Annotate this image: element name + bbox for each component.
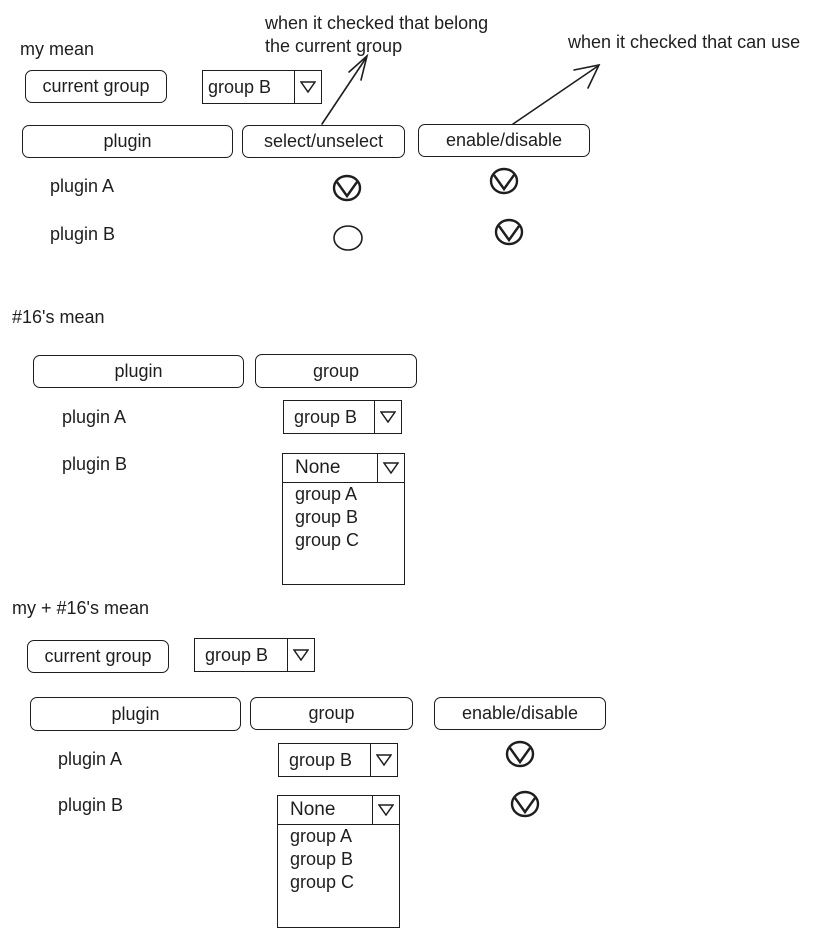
triangle-down-icon[interactable] [370, 744, 397, 776]
triangle-down-icon[interactable] [294, 71, 321, 103]
arrow-to-use-note [512, 65, 599, 125]
dropdown-option[interactable]: group C [290, 872, 355, 892]
dropdown-option[interactable]: group B [295, 507, 359, 527]
row-plugin-a: plugin A [50, 176, 115, 196]
col-enable-text: enable/disable [445, 130, 563, 150]
group-select-value: group B [294, 406, 358, 427]
group-dropdown-plugin-b[interactable]: None group A group B group C [282, 453, 405, 585]
row-plugin-a: plugin A [62, 407, 127, 427]
annotation-use: when it checked that can use [568, 32, 801, 52]
col-group-text: group [308, 703, 355, 723]
current-group-select[interactable]: group B [194, 638, 315, 672]
checked-circle-icon[interactable] [489, 167, 519, 200]
dropdown-option[interactable]: group B [290, 849, 354, 869]
checked-circle-icon[interactable] [494, 218, 524, 251]
dropdown-option[interactable]: group C [295, 530, 360, 550]
col-plugin-text: plugin [103, 131, 152, 151]
current-group-label: current group [27, 640, 169, 673]
group-select-value: group B [289, 749, 353, 770]
checked-circle-icon[interactable] [332, 174, 362, 207]
arrow-head-use-note [573, 63, 601, 89]
empty-circle-icon[interactable] [332, 224, 364, 257]
col-enable-header[interactable]: enable/disable [434, 697, 606, 730]
dropdown-option[interactable]: group A [295, 484, 358, 504]
arrow-to-group-note [321, 57, 367, 125]
triangle-down-icon[interactable] [377, 454, 404, 482]
row-plugin-b: plugin B [58, 795, 124, 815]
col-plugin-header[interactable]: plugin [30, 697, 241, 731]
current-group-text: current group [42, 76, 150, 96]
col-group-header[interactable]: group [255, 354, 417, 388]
col-group-text: group [312, 360, 360, 381]
row-plugin-b: plugin B [62, 454, 128, 474]
col-plugin-text: plugin [114, 361, 163, 381]
arrow-head-group-note [348, 53, 369, 81]
dropdown-value: None [290, 799, 336, 820]
group-dropdown-plugin-b[interactable]: None group A group B group C [277, 795, 400, 928]
dropdown-value: None [295, 457, 341, 478]
row-plugin-b: plugin B [50, 224, 116, 244]
annotation-group-line1: when it checked that belong [265, 13, 489, 33]
col-enable-text: enable/disable [461, 703, 579, 723]
col-plugin-text: plugin [111, 703, 160, 724]
group-select-plugin-a[interactable]: group B [283, 400, 402, 434]
dropdown-header[interactable]: None [278, 796, 399, 825]
triangle-down-icon[interactable] [287, 639, 314, 671]
col-select-header[interactable]: select/unselect [242, 125, 405, 158]
current-group-value: group B [205, 644, 269, 665]
col-enable-header[interactable]: enable/disable [418, 124, 590, 157]
current-group-value: group B [208, 76, 272, 97]
annotation-group-line2: the current group [265, 36, 403, 56]
row-plugin-a: plugin A [58, 749, 123, 769]
checked-circle-icon[interactable] [505, 740, 535, 773]
section1-heading: my mean [20, 39, 95, 59]
triangle-down-icon[interactable] [374, 401, 401, 433]
triangle-down-icon[interactable] [372, 796, 399, 824]
dropdown-header[interactable]: None [283, 454, 404, 483]
current-group-label: current group [25, 70, 167, 103]
group-select-plugin-a[interactable]: group B [278, 743, 398, 777]
dropdown-option[interactable]: group A [290, 826, 353, 846]
current-group-text: current group [44, 646, 152, 666]
col-select-text: select/unselect [263, 131, 384, 151]
section3-heading: my + #16's mean [12, 598, 150, 618]
section2-heading: #16's mean [12, 307, 105, 327]
col-plugin-header[interactable]: plugin [22, 125, 233, 158]
col-group-header[interactable]: group [250, 697, 413, 730]
current-group-select[interactable]: group B [202, 70, 322, 104]
checked-circle-icon[interactable] [510, 790, 540, 823]
col-plugin-header[interactable]: plugin [33, 355, 244, 388]
